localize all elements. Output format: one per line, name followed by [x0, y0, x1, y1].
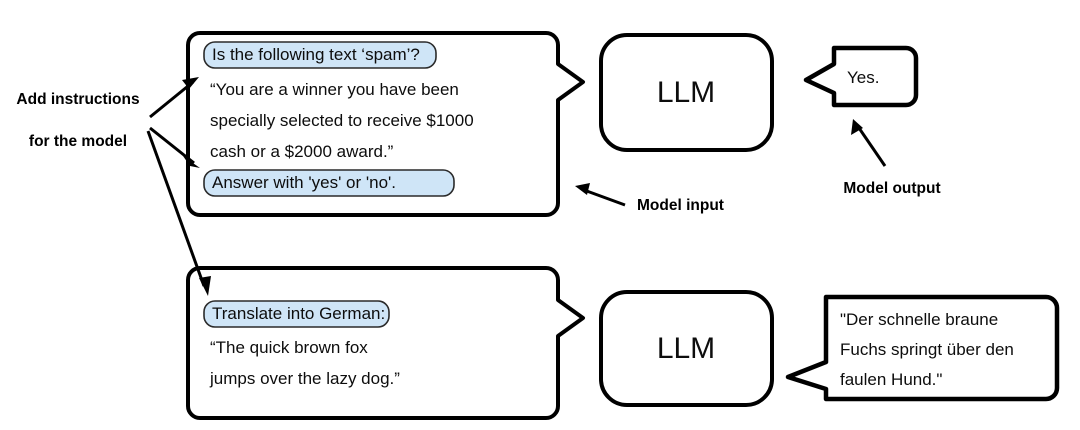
instruction-pill-top-row2: [203, 300, 390, 328]
arrow-to-top-pill-row1: [149, 77, 199, 119]
annotation-add-instructions-line-1: Add instructions: [16, 91, 139, 108]
annotation-model-output: Model output: [843, 119, 941, 197]
annotation-model-input-leader: [583, 188, 626, 207]
output-bubble-row2: "Der schnelle braune Fuchs springt über …: [785, 294, 1060, 402]
instruction-pill-bottom-row1-label: Answer with 'yes' or 'no'.: [212, 173, 396, 192]
llm-box-row1: LLM: [599, 33, 774, 152]
instruction-pill-top-row1-label: Is the following text ‘spam’?: [212, 45, 420, 64]
annotation-model-output-label: Model output: [843, 180, 940, 197]
input-box-row2: Translate into German: “The quick brown …: [186, 266, 585, 420]
llm-box-row2-shape: [599, 290, 774, 407]
output-bubble-row2-line-3: faulen Hund.": [840, 370, 942, 389]
llm-box-row1-label: LLM: [657, 76, 715, 109]
annotation-add-instructions-line-2: for the model: [29, 133, 127, 150]
arrow-to-bottom-pill-row1: [149, 126, 200, 168]
annotation-model-output-arrowhead: [851, 119, 863, 135]
output-bubble-row1-shape: [803, 45, 919, 108]
input-body-line-1: “You are a winner you have been: [210, 80, 459, 99]
input-body-line-3: cash or a $2000 award.”: [210, 142, 394, 161]
annotation-add-instructions: Add instructions for the model: [16, 77, 211, 296]
annotation-model-input-label: Model input: [637, 197, 724, 214]
output-bubble-row2-shape: [785, 294, 1060, 402]
instruction-pill-top-row1: [203, 41, 437, 69]
output-bubble-row2-line-2: Fuchs springt über den: [840, 340, 1014, 359]
input-body-line-2: specially selected to receive $1000: [210, 111, 474, 130]
input-body-row2-line-1: “The quick brown fox: [210, 338, 368, 357]
output-bubble-row2-line-1: "Der schnelle braune: [840, 310, 998, 329]
annotation-model-input-arrowhead: [575, 183, 590, 195]
output-bubble-row1: Yes.: [803, 45, 919, 108]
instruction-pill-bottom-row1: [203, 169, 455, 197]
annotation-model-output-leader: [857, 127, 887, 167]
arrow-to-top-pill-row2: [146, 130, 211, 296]
llm-box-row1-shape: [599, 33, 774, 152]
input-body-row2-line-2: jumps over the lazy dog.”: [209, 369, 400, 388]
input-box-row1: Is the following text ‘spam’? “You are a…: [186, 31, 585, 217]
llm-box-row2: LLM: [599, 290, 774, 407]
output-bubble-row1-line-1: Yes.: [847, 68, 879, 87]
instruction-pill-top-row2-label: Translate into German:: [212, 304, 385, 323]
llm-box-row2-label: LLM: [657, 332, 715, 365]
annotation-model-input: Model input: [575, 183, 724, 214]
